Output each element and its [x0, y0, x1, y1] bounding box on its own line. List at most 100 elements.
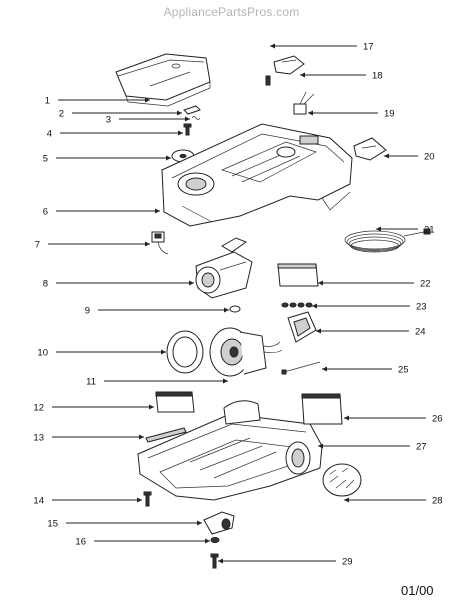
callout-number: 7 — [35, 240, 40, 251]
callout-number: 24 — [415, 327, 426, 338]
callout-number: 22 — [420, 279, 431, 290]
callout-8: 8 — [43, 279, 194, 290]
leader-arrow-4 — [178, 130, 183, 136]
part-motor-housing — [195, 237, 253, 299]
callout-number: 12 — [33, 403, 44, 414]
callout-11: 11 — [86, 377, 228, 388]
part-base-housing — [137, 400, 323, 501]
part-screw-4 — [183, 123, 192, 136]
leader-arrow-2 — [177, 110, 182, 116]
leader-arrow-13 — [139, 434, 144, 440]
part-motor — [209, 327, 283, 377]
leader-arrow-10 — [161, 349, 166, 355]
part-wire — [281, 361, 321, 375]
callout-15: 15 — [47, 519, 202, 530]
callout-13: 13 — [33, 433, 144, 444]
leader-arrow-21 — [376, 226, 381, 232]
leader-arrow-25 — [322, 366, 327, 372]
callout-7: 7 — [35, 240, 150, 251]
callout-number: 16 — [75, 537, 86, 548]
leader-arrow-24 — [316, 328, 321, 334]
part-filter-22 — [277, 263, 319, 287]
callout-number: 13 — [33, 433, 44, 444]
part-cover-latch — [183, 105, 201, 115]
callout-number: 4 — [47, 129, 52, 140]
callout-number: 27 — [416, 442, 427, 453]
callout-5: 5 — [43, 154, 171, 165]
part-filter-tabs — [281, 302, 313, 308]
callout-19: 19 — [308, 109, 395, 120]
callout-10: 10 — [37, 348, 166, 359]
part-washer-16 — [210, 537, 220, 543]
leader-arrow-1 — [145, 97, 150, 103]
part-switch-assembly — [293, 91, 315, 115]
part-top-cover — [115, 53, 211, 107]
callout-number: 14 — [33, 496, 44, 507]
part-wheel — [322, 463, 362, 497]
leader-arrow-19 — [308, 110, 313, 116]
callout-number: 2 — [59, 109, 64, 120]
callout-number: 9 — [85, 306, 90, 317]
leader-arrow-20 — [384, 153, 389, 159]
callout-14: 14 — [33, 496, 142, 507]
watermark-text: AppliancePartsPros.com — [163, 5, 300, 19]
part-caster — [203, 511, 235, 535]
callout-number: 20 — [424, 152, 435, 163]
leader-arrow-28 — [344, 497, 349, 503]
part-clip — [229, 305, 241, 313]
date-code: 01/00 — [401, 583, 434, 598]
leader-arrow-12 — [149, 404, 154, 410]
callout-17: 17 — [270, 42, 374, 53]
callout-number: 15 — [47, 519, 58, 530]
callout-27: 27 — [318, 442, 427, 453]
leader-arrow-6 — [155, 208, 160, 214]
callout-number: 26 — [432, 414, 443, 425]
part-filter-12 — [155, 391, 195, 413]
leader-arrow-5 — [166, 155, 171, 161]
callout-22: 22 — [318, 279, 431, 290]
callout-number: 3 — [106, 115, 111, 126]
callout-number: 11 — [86, 377, 96, 388]
part-rod — [145, 427, 187, 443]
callout-number: 1 — [45, 96, 50, 107]
callout-16: 16 — [75, 537, 210, 548]
part-spring — [265, 75, 271, 86]
callout-number: 6 — [43, 207, 48, 218]
leader-arrow-17 — [270, 43, 275, 49]
leader-arrow-26 — [344, 415, 349, 421]
callout-24: 24 — [316, 327, 426, 338]
callout-layer: 1234567891011121314151617181920212223242… — [33, 42, 442, 568]
part-power-cord — [344, 228, 431, 253]
part-latch-spring — [191, 116, 201, 120]
callout-12: 12 — [33, 403, 154, 414]
callout-26: 26 — [344, 414, 443, 425]
callout-number: 25 — [398, 365, 409, 376]
leader-arrow-23 — [312, 303, 317, 309]
callout-2: 2 — [59, 109, 182, 120]
part-exhaust-filter — [301, 393, 343, 425]
part-screw-29 — [210, 553, 219, 569]
callout-number: 10 — [37, 348, 48, 359]
callout-29: 29 — [218, 557, 353, 568]
leader-arrow-14 — [137, 497, 142, 503]
leader-arrow-16 — [205, 538, 210, 544]
callout-number: 29 — [342, 557, 353, 568]
callout-number: 23 — [416, 302, 427, 313]
part-switch — [151, 231, 169, 255]
callout-number: 17 — [363, 42, 374, 53]
leader-arrow-8 — [189, 280, 194, 286]
callout-9: 9 — [85, 306, 229, 317]
part-motor-gasket — [166, 330, 204, 374]
leader-arrow-7 — [145, 241, 150, 247]
callout-number: 5 — [43, 154, 48, 165]
callout-6: 6 — [43, 207, 160, 218]
callout-number: 28 — [432, 496, 443, 507]
callout-4: 4 — [47, 129, 183, 140]
callout-18: 18 — [300, 71, 383, 82]
callout-3: 3 — [106, 115, 190, 126]
callout-23: 23 — [312, 302, 427, 313]
leader-arrow-27 — [318, 443, 323, 449]
leader-arrow-22 — [318, 280, 323, 286]
part-filter-frame — [287, 311, 317, 343]
